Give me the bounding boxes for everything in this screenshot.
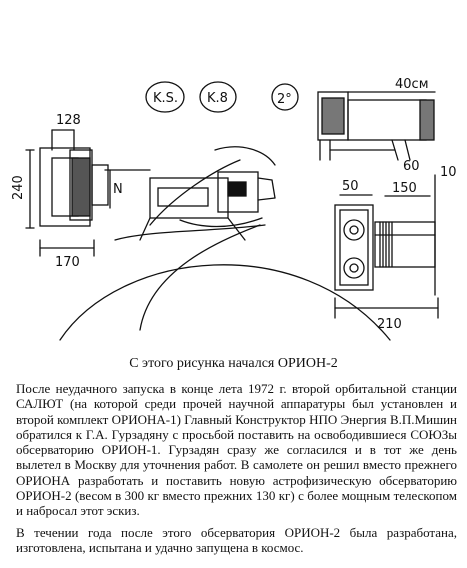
label-two: 2°	[277, 92, 292, 107]
two-circle	[271, 83, 299, 111]
body-text: После неудачного запуска в конце лета 19…	[16, 381, 457, 555]
label-dim-40: 40см	[395, 77, 429, 92]
label-dim-128: 128	[56, 113, 81, 128]
label-dim-10: 10	[440, 165, 457, 180]
label-k8: K.8	[207, 91, 228, 106]
label-dim-50: 50	[342, 179, 359, 194]
top-right-block	[317, 91, 436, 161]
label-dim-60: 60	[403, 159, 420, 174]
ks-circle	[145, 81, 185, 113]
sketch-drawing: K.S. K.8 2° 128 240 170 N 40см 60 50 150…	[11, 77, 457, 341]
figure-caption: С этого рисунка начался ОРИОН-2	[129, 356, 338, 371]
label-dim-150: 150	[392, 181, 417, 196]
observatory-sketch: K.S. K.8 2° 128 240 170 N 40см 60 50 150…	[11, 77, 457, 341]
side-view-box	[25, 129, 111, 257]
paragraph-2: В течении года после этого обсерватория …	[16, 524, 457, 555]
label-n-mark: N	[113, 182, 123, 197]
paragraph-1: После неудачного запуска в конце лета 19…	[16, 381, 457, 519]
k8-circle	[199, 81, 237, 113]
label-dim-240: 240	[11, 175, 26, 200]
bottom-right-mount	[334, 174, 439, 319]
central-instrument	[59, 146, 391, 341]
label-ks: K.S.	[153, 91, 178, 106]
label-dim-170: 170	[55, 255, 80, 270]
label-dim-210: 210	[377, 317, 402, 332]
